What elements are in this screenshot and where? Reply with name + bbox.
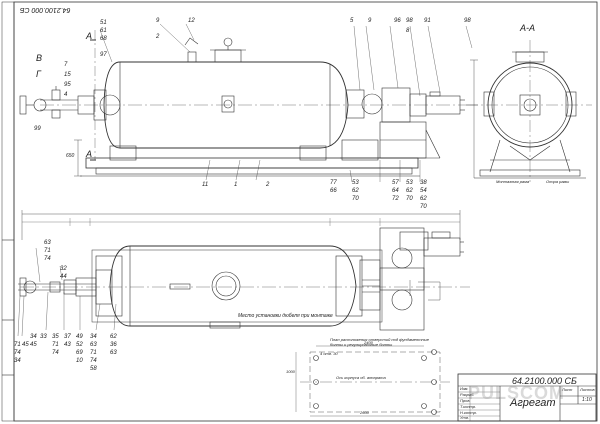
callout: 45	[22, 342, 29, 348]
callout: 64	[392, 188, 399, 194]
dim-2600: 2600	[360, 410, 369, 415]
callout: 52	[76, 342, 83, 348]
note-mounting-frame: Монтажная рама	[496, 179, 530, 184]
view-b-label: В	[36, 53, 43, 63]
callout: 54	[420, 188, 427, 194]
stamp-row: Изм.	[460, 386, 469, 391]
callout: 74	[90, 358, 97, 364]
callout: 32	[60, 266, 67, 272]
callout: 70	[352, 196, 359, 202]
section-mark-bottom: А	[86, 149, 93, 159]
callout: 69	[76, 350, 83, 356]
stamp-row: Н.контр.	[460, 410, 477, 415]
callout: 8	[406, 28, 410, 34]
section-mark-top: А	[86, 31, 93, 41]
drawing-number-rotated: 64.2100.000 СБ	[20, 6, 71, 13]
callout: 1	[234, 182, 238, 188]
stamp-drawing-number: 64.2100.000 СБ	[512, 376, 577, 386]
callout: 63	[44, 240, 51, 246]
dimension-650: 650	[66, 153, 75, 159]
dim-1000: 1000	[286, 369, 295, 374]
note-axis: Ось корпуса об. аппарата	[336, 375, 386, 380]
callout: 91	[424, 18, 431, 24]
callout: 95	[64, 82, 71, 88]
callout: 62	[352, 188, 359, 194]
callout: 72	[392, 196, 399, 202]
note-foundation-plan: План расположения отверстий под фундамен…	[330, 337, 429, 347]
note-frame-support: Опора рамы	[546, 179, 570, 184]
callout: 2	[266, 182, 270, 188]
callout: 98	[464, 18, 471, 24]
callout: 38	[420, 180, 427, 186]
callout: 70	[420, 204, 427, 210]
callout: 12	[188, 18, 195, 24]
callout: 62	[420, 196, 427, 202]
callout: 43	[64, 342, 71, 348]
stamp-scale: 1:10	[582, 397, 592, 403]
callout: 74	[52, 350, 59, 356]
callout: 71	[52, 342, 59, 348]
stamp-title: Агрегат	[510, 397, 556, 409]
callout: 68	[100, 36, 107, 42]
callout: 9	[368, 18, 372, 24]
callout: 45	[30, 342, 37, 348]
callout: 71	[14, 342, 21, 348]
callout: 74	[14, 350, 21, 356]
callout: 2	[156, 34, 160, 40]
callout: 33	[40, 334, 47, 340]
stamp-row: Т.контр.	[460, 404, 477, 409]
callout: 51	[100, 20, 107, 26]
callout: 62	[110, 334, 117, 340]
callout: 34	[30, 334, 37, 340]
callout: 37	[64, 334, 71, 340]
callout: 4	[64, 92, 68, 98]
dim-4-holes: 4 отв. 30	[320, 351, 338, 356]
callout: 97	[100, 52, 107, 58]
callout: 53	[406, 180, 413, 186]
stamp-row: Утв.	[460, 415, 470, 420]
callout: 34	[14, 358, 21, 364]
callout: 35	[52, 334, 59, 340]
callout: 11	[202, 182, 209, 188]
stamp-row: Пров.	[460, 398, 471, 403]
callout: 63	[110, 350, 117, 356]
callout: 57	[392, 180, 399, 186]
callout: 77	[330, 180, 337, 186]
callout: 70	[406, 196, 413, 202]
dim-2400: 2400	[364, 340, 373, 345]
callout: 71	[44, 248, 51, 254]
callout: 71	[90, 350, 97, 356]
callout: 44	[60, 274, 67, 280]
callout: 62	[406, 188, 413, 194]
callout: 98	[406, 18, 413, 24]
callout: 96	[394, 18, 401, 24]
callout: 9	[156, 18, 160, 24]
section-title: А-А	[520, 23, 536, 33]
note-mount-place: Место установки дюбеля при монтаже	[238, 313, 333, 319]
callout: 10	[76, 358, 83, 364]
callout: 49	[76, 334, 83, 340]
callout: 58	[90, 366, 97, 372]
callout: 66	[330, 188, 337, 194]
callout: 15	[64, 72, 71, 78]
callout: 74	[44, 256, 51, 262]
watermark: PULSCOM	[468, 383, 565, 403]
callout: 34	[90, 334, 97, 340]
stamp-row: Разраб.	[460, 392, 475, 397]
stamp-sheet-label: Лист	[562, 387, 573, 392]
stamp-sheets-label: Листов	[580, 387, 595, 392]
callout: 36	[110, 342, 117, 348]
callout: 99	[34, 126, 41, 132]
callout: 61	[100, 28, 107, 34]
callout: 63	[90, 342, 97, 348]
view-g-label: Г	[36, 69, 41, 79]
callout: 5	[350, 18, 354, 24]
callout: 7	[64, 62, 68, 68]
callout: 53	[352, 180, 359, 186]
